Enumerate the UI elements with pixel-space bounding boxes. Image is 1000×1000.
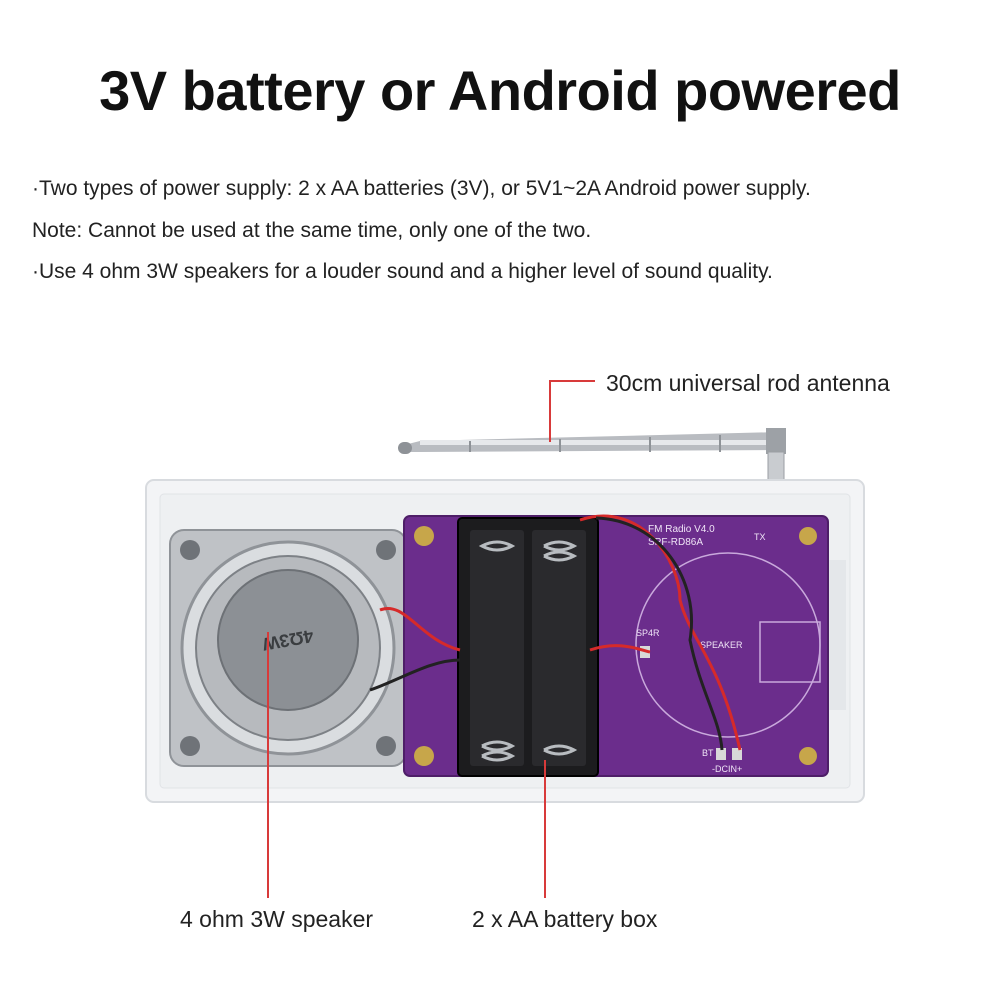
board-speaker-silk: SPEAKER xyxy=(700,640,743,650)
board-sp-silk: SP4R xyxy=(636,628,660,638)
battery-box xyxy=(457,517,599,777)
speaker: 4Ω3W xyxy=(169,529,407,767)
battery-box-callout: 2 x AA battery box xyxy=(472,906,658,932)
speaker-leader xyxy=(267,632,269,898)
power-supply-text: ·Two types of power supply: 2 x AA batte… xyxy=(32,177,811,200)
antenna-leader-horizontal xyxy=(549,380,595,382)
board-model-2: SPF-RD86A xyxy=(648,537,703,548)
speaker-callout: 4 ohm 3W speaker xyxy=(180,906,374,932)
board-model: FM Radio V4.0 xyxy=(648,524,715,535)
note-text: Note: Cannot be used at the same time, o… xyxy=(32,219,592,242)
wires xyxy=(369,514,742,751)
board-bt-silk: BT xyxy=(702,748,714,758)
battery-leader xyxy=(544,760,546,898)
board-dcin-silk: -DCIN+ xyxy=(712,764,742,774)
speaker-tip-text: ·Use 4 ohm 3W speakers for a louder soun… xyxy=(32,260,773,283)
page-title: 3V battery or Android powered xyxy=(99,59,901,122)
antenna-leader-vertical xyxy=(549,380,551,442)
board-tx-silk: TX xyxy=(754,532,766,542)
antenna-callout: 30cm universal rod antenna xyxy=(606,370,890,396)
